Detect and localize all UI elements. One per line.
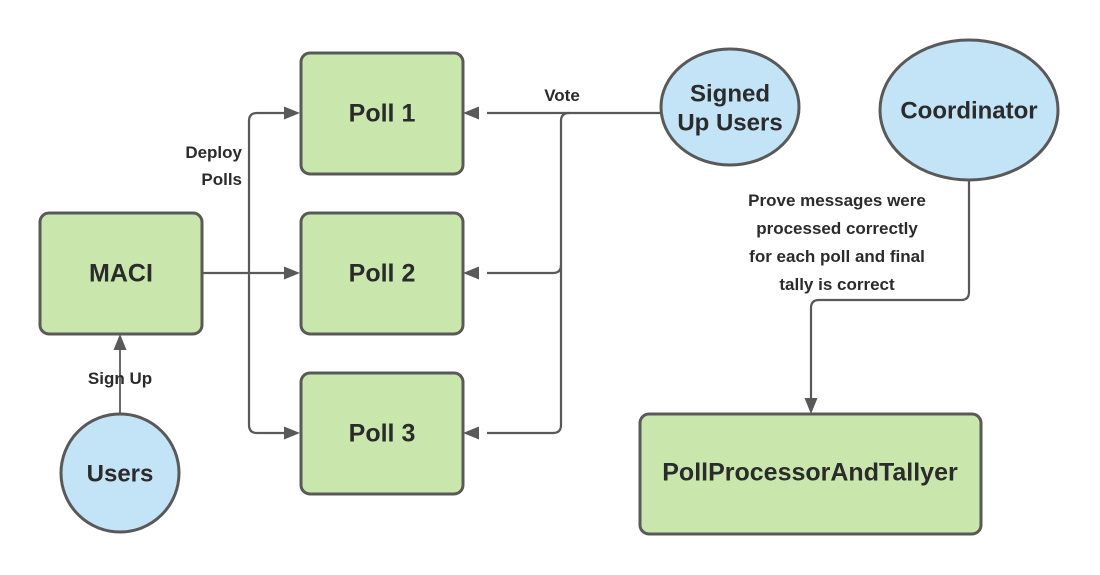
edge-prove [804, 180, 971, 414]
node-poll3-label: Poll 3 [349, 420, 416, 448]
node-signed-up-users[interactable]: Signed Up Users [659, 47, 801, 167]
node-poll-processor-and-tallyer[interactable]: PollProcessorAndTallyer [638, 412, 983, 536]
node-coordinator[interactable]: Coordinator [878, 38, 1060, 182]
edge-sign-up [113, 334, 127, 415]
node-poll1-label: Poll 1 [349, 100, 416, 128]
node-maci-label: MACI [89, 260, 153, 288]
node-poll2[interactable]: Poll 2 [299, 211, 465, 336]
node-maci-shape[interactable] [38, 211, 204, 336]
edge-vote-arrowhead-poll3 [463, 426, 479, 440]
edge-prove-line [809, 180, 971, 400]
edge-deploy-arrowhead-poll1 [284, 106, 300, 120]
node-poll1-shape[interactable] [299, 51, 465, 176]
edge-vote-branch-poll2 [487, 264, 563, 275]
node-users[interactable]: Users [59, 412, 181, 534]
edge-label-prove-line3: for each poll and final [749, 247, 925, 266]
node-poll3[interactable]: Poll 3 [299, 371, 465, 496]
edge-label-deploy-polls: Deploy Polls [185, 143, 242, 189]
edge-deploy-polls [202, 106, 300, 440]
node-signed-up-users-label-line2: Up Users [677, 109, 782, 136]
node-poll-processor-and-tallyer-shape[interactable] [638, 412, 983, 536]
node-poll3-shape[interactable] [299, 371, 465, 496]
node-coordinator-shape[interactable] [878, 38, 1060, 182]
node-signed-up-users-label-line1: Signed [690, 80, 770, 107]
edge-prove-arrowhead [804, 398, 818, 414]
edge-vote [463, 106, 661, 440]
edge-label-vote: Vote [544, 86, 580, 105]
edge-label-sign-up: Sign Up [88, 369, 152, 388]
edge-label-deploy-polls-line2: Polls [201, 170, 242, 189]
node-poll1[interactable]: Poll 1 [299, 51, 465, 176]
node-poll-processor-and-tallyer-label: PollProcessorAndTallyer [662, 459, 958, 487]
edge-deploy-branch-poll1 [247, 111, 288, 273]
edge-label-prove: Prove messages were processed correctly … [748, 191, 926, 294]
node-users-label: Users [87, 460, 154, 487]
edge-label-prove-line4: tally is correct [779, 275, 895, 294]
node-poll2-shape[interactable] [299, 211, 465, 336]
edge-deploy-arrowhead-poll2 [284, 266, 300, 280]
edge-deploy-arrowhead-poll3 [284, 426, 300, 440]
edge-label-prove-line1: Prove messages were [748, 191, 926, 210]
edge-label-prove-line2: processed correctly [756, 219, 918, 238]
edge-label-deploy-polls-line1: Deploy [185, 143, 242, 162]
edge-vote-arrowhead-poll2 [463, 266, 479, 280]
edge-sign-up-arrowhead [113, 334, 127, 350]
node-signed-up-users-shape[interactable] [659, 47, 801, 167]
node-users-shape[interactable] [59, 412, 181, 534]
edge-deploy-branch-poll3 [247, 273, 288, 435]
edge-vote-arrowhead-poll1 [463, 106, 479, 120]
node-maci[interactable]: MACI [38, 211, 204, 336]
node-coordinator-label: Coordinator [900, 97, 1037, 124]
node-poll2-label: Poll 2 [349, 260, 416, 288]
